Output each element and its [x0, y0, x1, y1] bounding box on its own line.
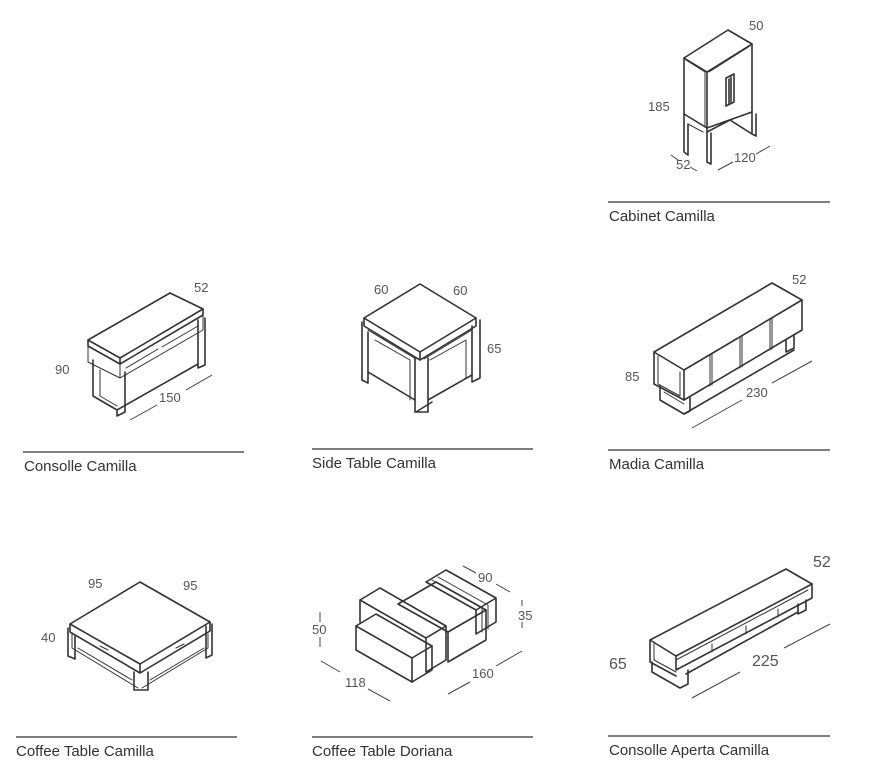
cabinet-camilla-height-label: 185	[648, 99, 670, 114]
coffee-table-doriana-drawing	[355, 569, 497, 683]
cabinet-camilla-width-label: 120	[734, 150, 756, 165]
coffee-table-doriana-length-line	[320, 660, 341, 673]
coffee-table-camilla-card[interactable]: 95 95 40 Coffee Table Camilla	[16, 576, 237, 760]
madia-camilla-width-line	[691, 399, 743, 429]
consolle-aperta-camilla-width-label: 225	[752, 653, 779, 670]
coffee-table-camilla-caption: Coffee Table Camilla	[16, 743, 155, 760]
consolle-aperta-camilla-drawing	[649, 568, 813, 689]
cabinet-camilla-card[interactable]: 50 185 52 120 Cabinet Camilla	[608, 18, 830, 225]
coffee-table-camilla-depth-label: 95	[88, 576, 102, 591]
madia-camilla-caption: Madia Camilla	[609, 456, 705, 473]
cabinet-camilla-width-line	[755, 145, 771, 155]
madia-camilla-height-label: 85	[625, 369, 639, 384]
side-table-camilla-depth-label: 60	[374, 282, 388, 297]
side-table-camilla-height-label: 65	[487, 341, 501, 356]
madia-camilla-depth-label: 52	[792, 272, 806, 287]
coffee-table-doriana-width-label: 160	[472, 666, 494, 681]
side-table-camilla-width-label: 60	[453, 283, 467, 298]
madia-camilla-drawing	[653, 282, 803, 415]
coffee-table-doriana-side-label: 50	[312, 622, 326, 637]
coffee-table-doriana-depth-line	[495, 583, 511, 593]
consolle-aperta-camilla-caption: Consolle Aperta Camilla	[609, 742, 770, 759]
side-table-camilla-caption: Side Table Camilla	[312, 455, 437, 472]
consolle-camilla-drawing	[87, 292, 206, 417]
consolle-camilla-width-line	[129, 404, 158, 421]
side-table-camilla-drawing	[361, 283, 481, 413]
madia-camilla-width-line	[771, 360, 813, 384]
cabinet-camilla-depth-line	[689, 166, 698, 172]
coffee-table-camilla-drawing	[67, 581, 213, 691]
consolle-aperta-camilla-height-label: 65	[609, 656, 627, 673]
cabinet-camilla-drawing	[683, 29, 757, 165]
coffee-table-doriana-length-label: 118	[345, 675, 366, 690]
consolle-aperta-camilla-width-line	[691, 671, 741, 699]
side-table-camilla-card[interactable]: 60 60 65 Side Table Camilla	[312, 282, 533, 472]
cabinet-camilla-side-label: 52	[676, 157, 690, 172]
coffee-table-camilla-width-label: 95	[183, 578, 197, 593]
cabinet-camilla-caption: Cabinet Camilla	[609, 208, 716, 225]
coffee-table-doriana-card[interactable]: 90 35 50 118 160 Coffee Table Doriana	[312, 565, 533, 760]
coffee-table-doriana-width-line	[495, 650, 523, 667]
cabinet-camilla-width-line	[717, 161, 734, 171]
consolle-camilla-width-label: 150	[159, 390, 181, 405]
coffee-table-doriana-width-line	[447, 681, 471, 695]
consolle-camilla-depth-label: 52	[194, 280, 208, 295]
coffee-table-doriana-length-line	[367, 688, 391, 702]
consolle-camilla-height-label: 90	[55, 362, 69, 377]
consolle-aperta-camilla-width-line	[783, 623, 831, 649]
madia-camilla-width-label: 230	[746, 385, 768, 400]
consolle-camilla-width-line	[185, 374, 213, 391]
coffee-table-doriana-depth-label: 90	[478, 570, 492, 585]
coffee-table-doriana-caption: Coffee Table Doriana	[312, 743, 453, 760]
consolle-camilla-caption: Consolle Camilla	[24, 458, 137, 475]
madia-camilla-card[interactable]: 52 85 230 Madia Camilla	[608, 272, 830, 473]
consolle-aperta-camilla-depth-label: 52	[813, 554, 831, 571]
cabinet-camilla-depth-line	[670, 154, 679, 161]
coffee-table-doriana-depth-line	[462, 565, 477, 574]
coffee-table-camilla-height-label: 40	[41, 630, 55, 645]
coffee-table-doriana-height-label: 35	[518, 608, 532, 623]
cabinet-camilla-depth-label: 50	[749, 18, 763, 33]
consolle-aperta-camilla-card[interactable]: 52 65 225 Consolle Aperta Camilla	[608, 554, 831, 759]
consolle-camilla-card[interactable]: 52 90 150 Consolle Camilla	[23, 280, 244, 475]
